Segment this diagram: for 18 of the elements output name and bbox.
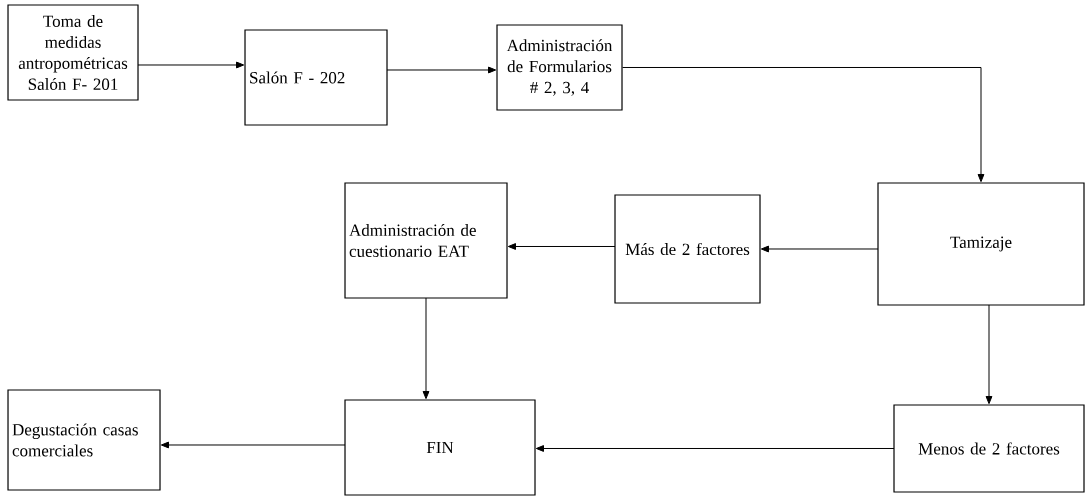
arrow [137,61,245,69]
process-box: Administración de Formularios # 2, 3, 4 [496,24,623,111]
arrow [386,66,497,74]
arrow [422,297,430,400]
process-box: Más de 2 factores [614,194,761,304]
arrow [622,67,985,183]
process-box: Degustación casas comerciales [7,389,161,491]
process-box: Administración de cuestionario EAT [344,182,508,299]
process-box: Salón F - 202 [244,29,388,126]
arrow [507,243,616,250]
process-box: FIN [344,399,536,496]
arrow [985,304,993,405]
process-box: Toma de medidas antropométricas Salón F- 201 [7,4,139,101]
arrow [160,441,346,449]
process-box: Menos de 2 factores [893,404,1085,493]
process-box: Tamizaje [877,182,1085,306]
arrow [535,445,895,452]
arrow [760,245,879,253]
